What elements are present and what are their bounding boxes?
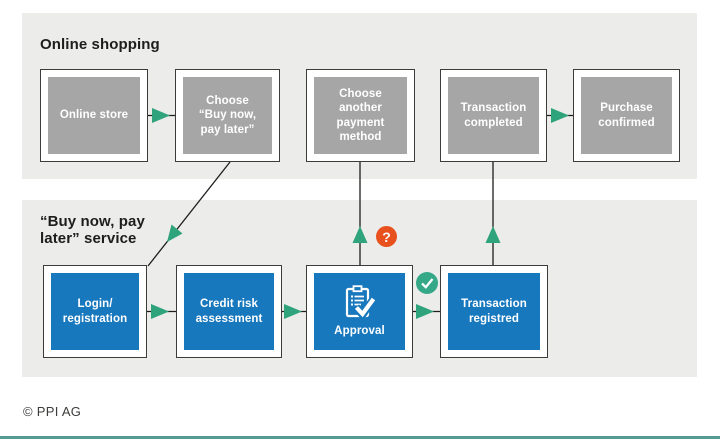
question-mark-badge: ? bbox=[376, 226, 397, 247]
flow-box-credit-risk: Credit risk assessment bbox=[176, 265, 282, 358]
flow-box-approval-label: Approval bbox=[334, 324, 385, 337]
flow-box-choose-bnpl: Choose “Buy now, pay later” bbox=[175, 69, 280, 162]
flow-box-login-registration: Login/ registration bbox=[43, 265, 147, 358]
flow-box-purchase-confirmed-label: Purchase confirmed bbox=[598, 102, 655, 129]
footer-rule bbox=[0, 436, 720, 439]
flow-box-transaction-completed: Transaction completed bbox=[440, 69, 547, 162]
flow-box-online-store-fill: Online store bbox=[48, 77, 140, 154]
flow-box-other-payment-label: Choose another payment method bbox=[336, 88, 385, 143]
flow-box-transaction-registered: Transaction registred bbox=[440, 265, 548, 358]
flow-box-approval-fill: Approval bbox=[314, 273, 405, 350]
flow-box-credit-risk-fill: Credit risk assessment bbox=[184, 273, 274, 350]
flow-box-online-store: Online store bbox=[40, 69, 148, 162]
flow-box-other-payment: Choose another payment method bbox=[306, 69, 415, 162]
check-mark-badge bbox=[416, 272, 438, 294]
flow-box-credit-risk-label: Credit risk assessment bbox=[195, 298, 263, 325]
flow-box-transaction-registered-fill: Transaction registred bbox=[448, 273, 540, 350]
flow-box-login-registration-fill: Login/ registration bbox=[51, 273, 139, 350]
flow-box-purchase-confirmed-fill: Purchase confirmed bbox=[581, 77, 672, 154]
flow-box-transaction-completed-fill: Transaction completed bbox=[448, 77, 539, 154]
flow-box-online-store-label: Online store bbox=[59, 109, 129, 122]
flow-box-purchase-confirmed: Purchase confirmed bbox=[573, 69, 680, 162]
flow-box-choose-bnpl-label: Choose “Buy now, pay later” bbox=[198, 95, 257, 136]
online-shopping-title: Online shopping bbox=[40, 36, 160, 53]
approval-checklist-icon bbox=[345, 285, 377, 321]
flow-box-transaction-registered-label: Transaction registred bbox=[461, 298, 527, 325]
flow-box-approval: Approval bbox=[306, 265, 413, 358]
bnpl-service-title: “Buy now, pay later” service bbox=[40, 213, 145, 247]
check-icon bbox=[421, 278, 434, 289]
flow-box-other-payment-fill: Choose another payment method bbox=[314, 77, 407, 154]
copyright-text: © PPI AG bbox=[23, 404, 82, 419]
flow-box-transaction-completed-label: Transaction completed bbox=[460, 102, 527, 129]
flow-box-choose-bnpl-fill: Choose “Buy now, pay later” bbox=[183, 77, 272, 154]
flow-box-login-registration-label: Login/ registration bbox=[62, 298, 128, 325]
